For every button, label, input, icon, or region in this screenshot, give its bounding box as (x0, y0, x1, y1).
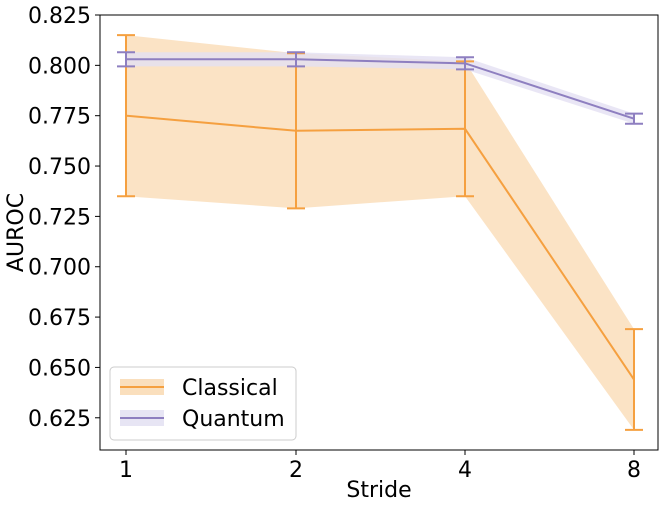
quantum-errorbar-4 (456, 56, 474, 71)
y-tick-label: 0.700 (28, 256, 91, 281)
classical-confidence-band (126, 35, 634, 430)
quantum-errorbar-8 (625, 112, 643, 125)
y-axis: 0.625 0.650 0.675 0.700 0.725 0.750 0.775 0.800… (28, 4, 100, 432)
legend-label-quantum: Quantum (182, 407, 285, 432)
classical-errorbar-8 (625, 328, 643, 431)
quantum-line (126, 58, 635, 120)
error-bars (117, 34, 643, 431)
y-tick-label: 0.825 (28, 4, 91, 29)
y-tick-label: 0.725 (28, 205, 91, 230)
classical-line (125, 114, 635, 381)
quantum-errorbar-2 (287, 51, 305, 68)
plot-area-frame (99, 14, 659, 451)
quantum-errorbar-1 (117, 51, 135, 68)
y-tick-label: 0.625 (28, 407, 91, 432)
series-lines (125, 58, 635, 381)
y-axis-title: AUROC (4, 193, 29, 272)
y-tick-label: 0.775 (28, 105, 91, 130)
y-tick-label: 0.800 (28, 54, 91, 79)
y-tick-label: 0.675 (28, 306, 91, 331)
y-tick-label: 0.650 (28, 356, 91, 381)
y-tick-label: 0.750 (28, 155, 91, 180)
x-tick-label: 8 (627, 458, 641, 483)
x-tick-label: 1 (119, 458, 133, 483)
legend-label-classical: Classical (182, 376, 278, 401)
legend-entry-quantum: Quantum (120, 407, 285, 432)
legend-entry-classical: Classical (120, 376, 278, 401)
x-axis-title: Stride (346, 478, 411, 503)
x-axis: 1 2 4 8 (119, 450, 641, 483)
x-tick-label: 4 (458, 458, 472, 483)
x-tick-label: 2 (289, 458, 303, 483)
